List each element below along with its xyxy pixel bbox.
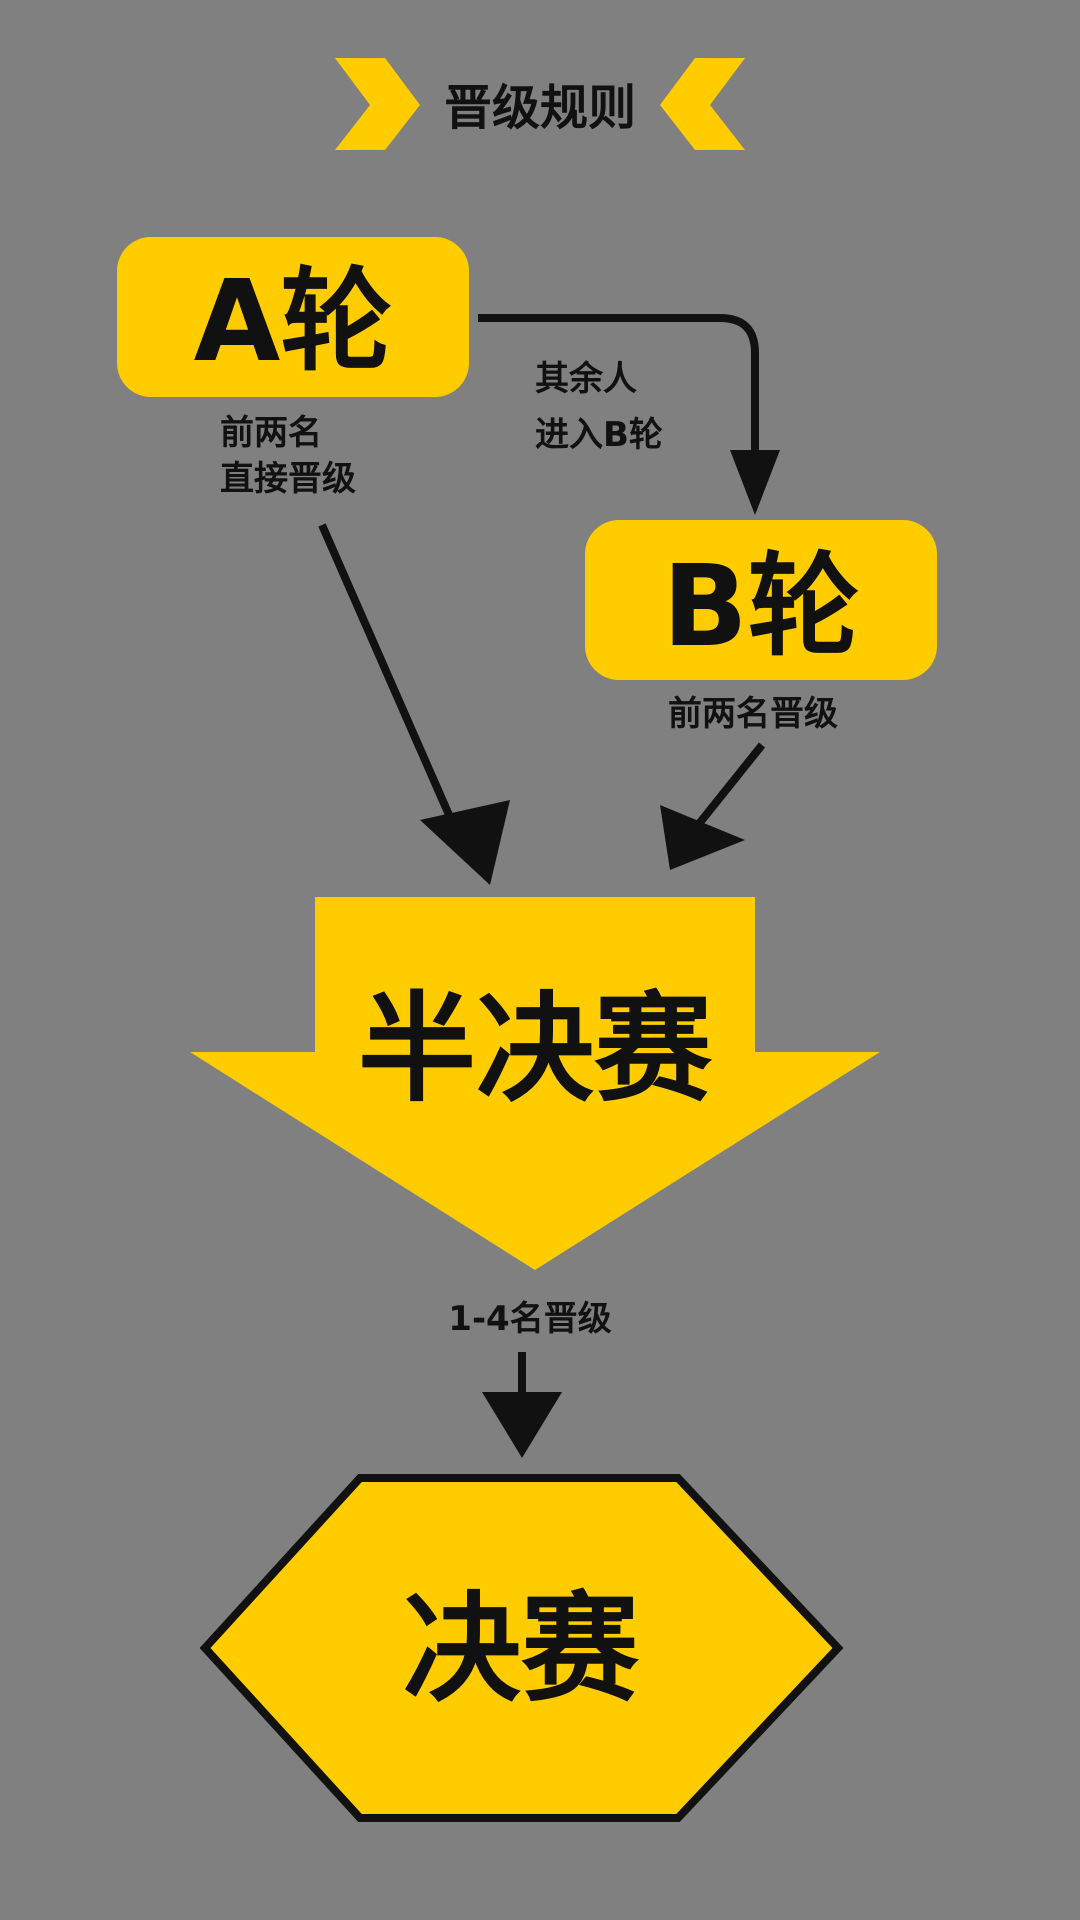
left-chevron-icon	[335, 58, 420, 150]
connector-b-to-semifinal	[686, 742, 766, 838]
arrow-a-to-semifinal-icon	[420, 800, 510, 885]
b-advance-note: 前两名晋级	[668, 694, 838, 734]
header: 晋级规则	[335, 58, 745, 150]
semifinal-arrow-shape	[190, 897, 880, 1270]
round-a-label: A轮	[194, 257, 393, 387]
semifinal-node: 半决赛	[190, 897, 880, 1270]
semifinal-advance-note: 1-4名晋级	[448, 1299, 611, 1339]
page-title: 晋级规则	[444, 80, 636, 136]
round-a-node: A轮	[117, 237, 469, 397]
a-direct-note-line1: 前两名	[220, 413, 322, 453]
arrow-a-to-b-icon	[730, 450, 780, 515]
round-b-box	[585, 520, 937, 680]
a-direct-note-line2: 直接晋级	[220, 459, 356, 499]
round-b-node: B轮	[585, 520, 937, 680]
a-to-b-note-line2: 进入B轮	[535, 415, 663, 455]
arrow-b-to-semifinal-icon	[660, 805, 745, 870]
connector-a-to-semifinal	[318, 523, 464, 842]
final-hexagon	[199, 1474, 844, 1822]
round-a-box	[117, 237, 469, 397]
right-chevron-icon	[660, 58, 745, 150]
final-node: 决赛	[199, 1474, 844, 1822]
semifinal-label: 半决赛	[358, 980, 713, 1118]
arrow-semifinal-to-final-icon	[482, 1392, 562, 1458]
final-label: 决赛	[403, 1580, 640, 1718]
a-to-b-note-line1: 其余人	[535, 359, 637, 399]
round-b-label: B轮	[662, 542, 859, 672]
connector-a-to-b	[478, 314, 759, 470]
